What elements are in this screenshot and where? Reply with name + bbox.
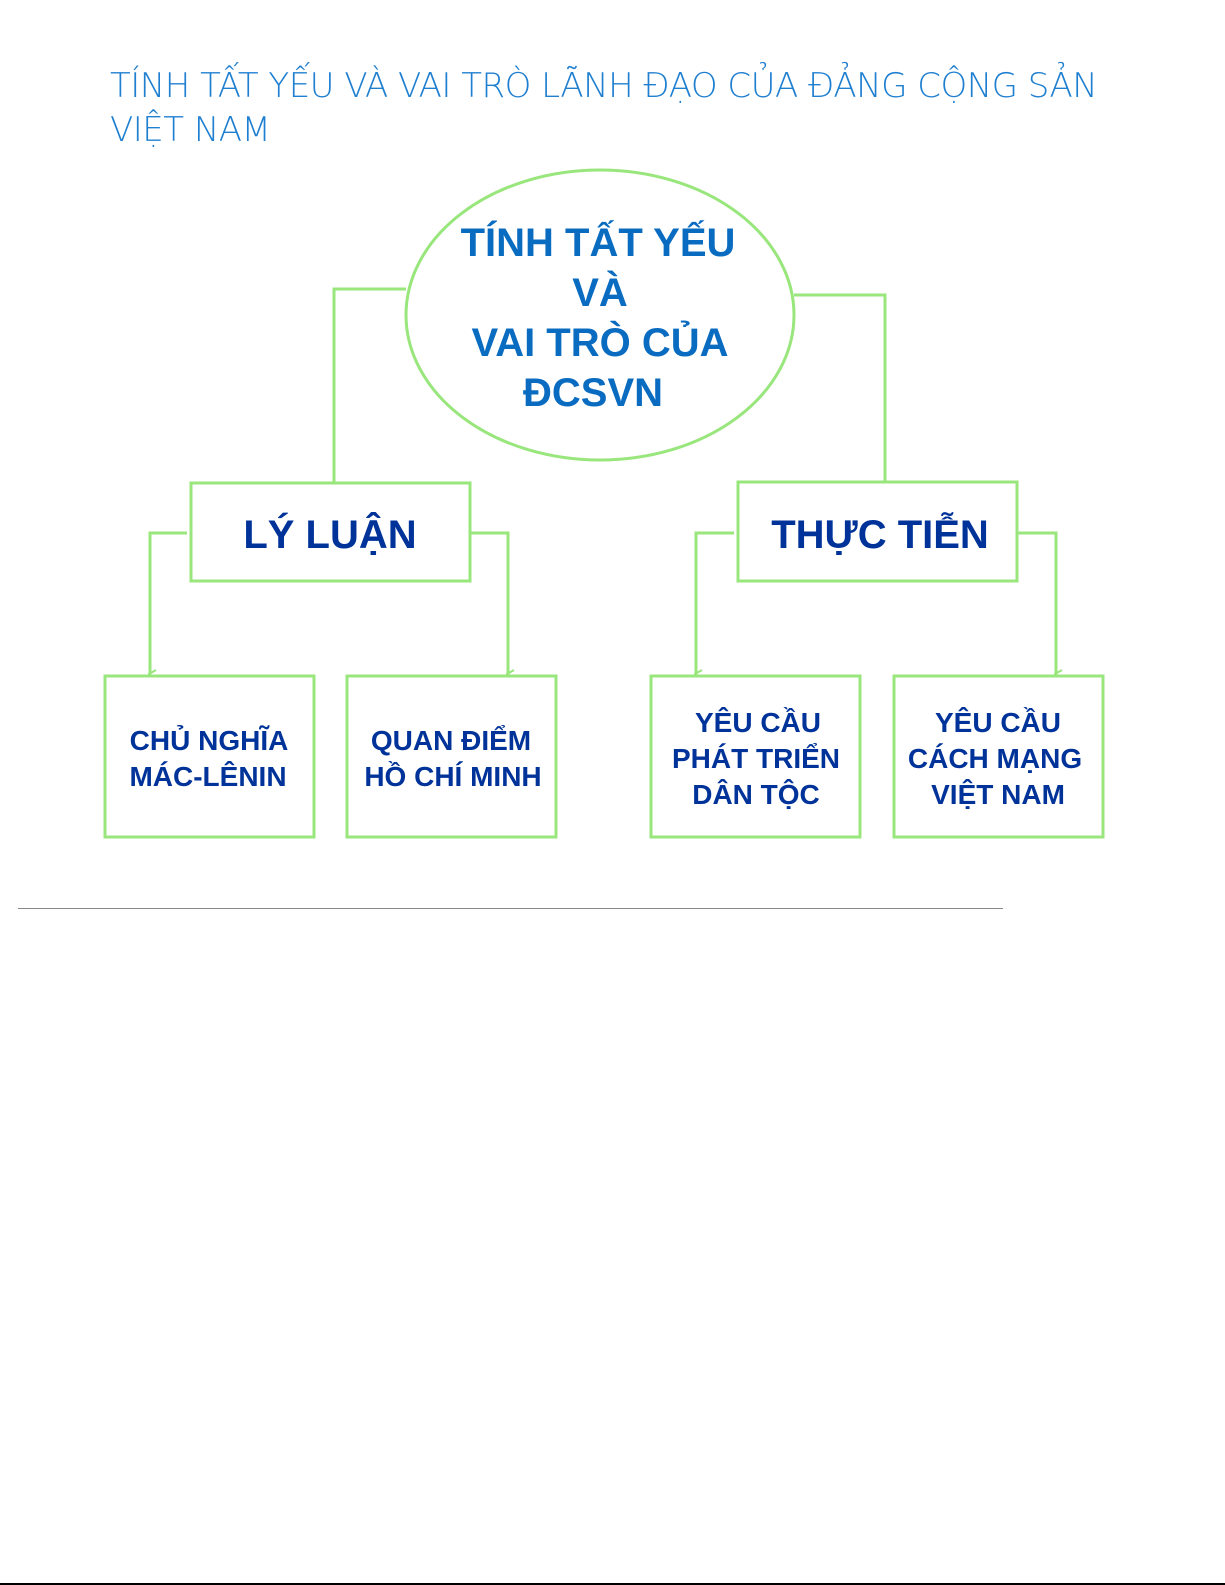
leaf-line: HỒ CHÍ MINH xyxy=(364,761,541,792)
leaf-line: QUAN ĐIỂM xyxy=(371,725,531,756)
branch-ly-luan: LÝ LUẬN xyxy=(189,481,472,583)
root-line: VAI TRÒ CỦA xyxy=(471,319,728,365)
connector-lyluan-left xyxy=(150,531,187,674)
connector-root-right xyxy=(794,293,887,482)
footer-divider xyxy=(18,908,1003,909)
page-bottom-border xyxy=(0,1583,1225,1585)
connector-thuctien-right xyxy=(1018,531,1056,674)
leaf-line: YÊU CẦU xyxy=(935,707,1061,738)
branch-label: LÝ LUẬN xyxy=(243,511,416,557)
leaf-line: PHÁT TRIỂN xyxy=(672,743,840,774)
root-line: TÍNH TẤT YẾU xyxy=(461,219,736,265)
leaf-line: CHỦ NGHĨA xyxy=(130,724,289,756)
leaf-cach-mang-viet-nam: YÊU CẦU CÁCH MẠNG VIỆT NAM xyxy=(892,674,1105,839)
root-line: VÀ xyxy=(572,270,628,315)
leaf-line: MÁC-LÊNIN xyxy=(129,761,286,792)
leaf-line: VIỆT NAM xyxy=(931,779,1065,810)
leaf-line: YÊU CẦU xyxy=(695,707,821,738)
leaf-line: CÁCH MẠNG xyxy=(908,743,1082,774)
leaf-phat-trien-dan-toc: YÊU CẦU PHÁT TRIỂN DÂN TỘC xyxy=(649,674,862,839)
branch-label: THỰC TIỄN xyxy=(771,511,989,557)
leaf-quan-diem-ho-chi-minh: QUAN ĐIỂM HỒ CHÍ MINH xyxy=(345,674,558,839)
leaf-chu-nghia-mac-lenin: CHỦ NGHĨA MÁC-LÊNIN xyxy=(103,674,316,839)
leaf-line: DÂN TỘC xyxy=(692,778,820,810)
page-title: TÍNH TẤT YẾU VÀ VAI TRÒ LÃNH ĐẠO CỦA ĐẢN… xyxy=(110,66,1098,150)
branch-thuc-tien: THỰC TIỄN xyxy=(736,480,1019,583)
concept-diagram: TÍNH TẤT YẾU VÀ VAI TRÒ CỦA ĐCSVN LÝ LUẬ… xyxy=(103,168,1105,839)
root-node: TÍNH TẤT YẾU VÀ VAI TRÒ CỦA ĐCSVN xyxy=(404,168,796,462)
connector-root-left xyxy=(332,287,406,482)
connector-lyluan-right xyxy=(471,531,508,674)
root-line: ĐCSVN xyxy=(523,371,663,415)
connector-thuctien-left xyxy=(696,531,734,674)
